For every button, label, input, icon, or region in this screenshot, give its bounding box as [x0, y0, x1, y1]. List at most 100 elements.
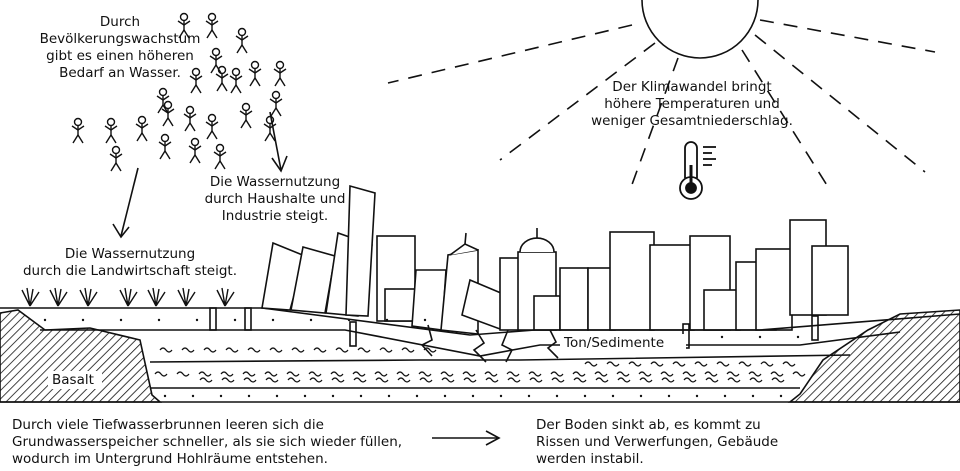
water-wave — [379, 347, 393, 353]
water-wave — [573, 377, 587, 383]
person-icon — [229, 67, 243, 94]
water-wave — [507, 377, 521, 383]
water-wave — [330, 371, 344, 377]
sediment-dot — [527, 394, 531, 398]
water-wave — [154, 371, 168, 377]
sediment-dot — [555, 394, 559, 398]
water-wave — [550, 371, 564, 377]
population-line-4: Bedarf an Wasser. — [59, 65, 181, 81]
water-wave — [682, 371, 696, 377]
water-wave — [375, 377, 389, 383]
water-wave — [506, 371, 520, 377]
person-icon — [161, 100, 175, 127]
water-wave — [286, 371, 300, 377]
water-wave — [595, 377, 609, 383]
water-wave — [221, 377, 235, 383]
water-wave — [396, 371, 410, 377]
sediment-dot — [779, 394, 783, 398]
sediment-dot — [219, 394, 223, 398]
person-icon — [269, 90, 283, 117]
bottom-left-text: Durch viele Tiefwasserbrunnen leeren sic… — [12, 417, 402, 468]
population-line-3: gibt es einen höheren — [46, 48, 194, 64]
person-icon — [189, 67, 203, 94]
bottom-left-line-1: Durch viele Tiefwasserbrunnen leeren sic… — [12, 417, 324, 433]
water-wave — [220, 371, 234, 377]
sediment-dot — [443, 394, 447, 398]
water-wave — [617, 377, 631, 383]
water-wave — [748, 371, 762, 377]
water-wave — [660, 371, 674, 377]
population-text: Durch Bevölkerungswachstum gibt es einen… — [10, 14, 230, 82]
sediment-dot — [758, 335, 762, 339]
water-wave — [401, 347, 415, 353]
agriculture-line-1: Die Wassernutzung — [64, 246, 196, 262]
agriculture-text: Die Wassernutzung durch die Landwirtscha… — [6, 246, 254, 280]
water-wave — [616, 371, 630, 377]
water-wave — [639, 377, 653, 383]
water-wave — [309, 377, 323, 383]
water-wave — [528, 371, 542, 377]
person-icon — [263, 115, 277, 142]
sediment-dot — [359, 394, 363, 398]
bottom-right-line-2: Rissen und Verwerfungen, Gebäude — [536, 434, 779, 450]
households-line-3: Industrie steigt. — [221, 208, 329, 224]
water-wave — [606, 361, 620, 367]
population-line-2: Bevölkerungswachstum — [39, 31, 201, 47]
sediment-dot — [796, 335, 800, 339]
water-wave — [308, 371, 322, 377]
water-wave — [352, 371, 366, 377]
water-wave — [704, 371, 718, 377]
sediment-dot — [195, 318, 199, 322]
person-icon — [188, 137, 202, 164]
water-wave — [242, 371, 256, 377]
person-icon — [209, 47, 223, 74]
basalt-rock — [0, 309, 960, 403]
water-wave — [199, 377, 213, 383]
water-wave — [694, 361, 708, 367]
water-wave — [181, 347, 195, 353]
water-wave — [313, 347, 327, 353]
arrows — [112, 111, 501, 446]
water-wave — [484, 371, 498, 377]
agriculture-grass — [21, 287, 235, 307]
thermometer-icon — [679, 141, 716, 200]
sediment-dot — [271, 318, 275, 322]
water-wave — [264, 371, 278, 377]
agriculture-line-2: durch die Landwirtschaft steigt. — [22, 263, 238, 279]
climate-line-3: weniger Gesamtniederschlag. — [591, 113, 793, 129]
households-line-1: Die Wassernutzung — [209, 174, 341, 190]
sediment-dot — [347, 318, 351, 322]
sediment-dot — [611, 394, 615, 398]
water-wave — [441, 377, 455, 383]
sediment-dot — [723, 394, 727, 398]
climate-line-2: höhere Temperaturen und — [604, 96, 780, 112]
sediment-dot — [385, 318, 389, 322]
sediment-dot — [247, 394, 251, 398]
ground-layers — [0, 307, 960, 389]
person-icon — [235, 27, 249, 54]
water-wave — [792, 371, 806, 377]
households-text: Die Wassernutzung durch Haushalte und In… — [180, 174, 370, 225]
grass-tuft — [216, 287, 235, 307]
water-wave — [594, 371, 608, 377]
sediment-dot — [423, 318, 427, 322]
bottom-right-line-1: Der Boden sinkt ab, es kommt zu — [536, 417, 761, 433]
water-wave — [650, 361, 664, 367]
water-wave — [628, 361, 642, 367]
sediment-dot — [81, 318, 85, 322]
sediment-dot — [163, 394, 167, 398]
bottom-right-text: Der Boden sinkt ab, es kommt zu Rissen u… — [536, 417, 778, 468]
sediment-dot — [331, 394, 335, 398]
water-wave — [269, 347, 283, 353]
person-icon — [273, 60, 287, 87]
water-wave — [463, 377, 477, 383]
sediment-dot — [157, 318, 161, 322]
grass-tuft — [177, 287, 196, 307]
sediment-dot — [303, 394, 307, 398]
clay-label: Ton/Sedimente — [564, 335, 665, 351]
grass-tuft — [21, 287, 40, 307]
water-wave — [331, 377, 345, 383]
bottom-left-line-2: Grundwasserspeicher schneller, als sie s… — [12, 434, 403, 450]
water-wave — [335, 347, 349, 353]
